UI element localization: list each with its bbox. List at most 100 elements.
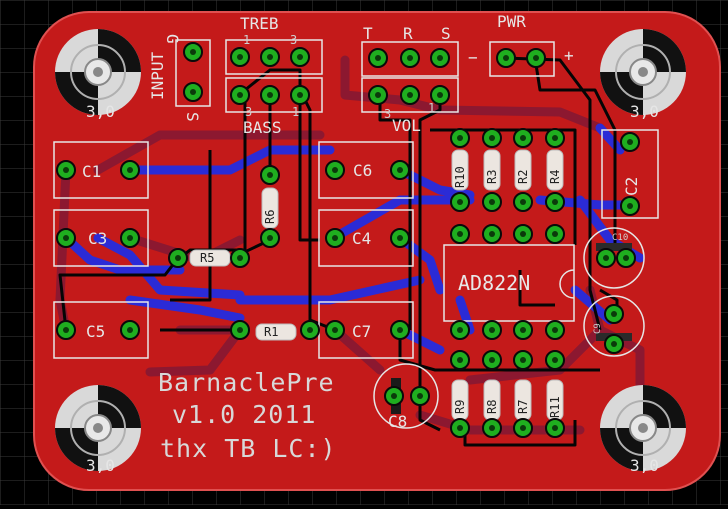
pad-drill	[489, 135, 495, 141]
bass-pin1-label: 1	[292, 105, 300, 119]
pad-drill	[552, 135, 558, 141]
r7-label: R7	[516, 399, 530, 414]
pad-drill	[267, 235, 273, 241]
board-name-line2: v1.0 2011	[172, 400, 317, 429]
pad-drill	[603, 255, 609, 261]
c1-label: C1	[82, 162, 102, 181]
r2-label: R2	[516, 169, 530, 184]
pad-drill	[457, 199, 463, 205]
pwr-header-outline	[489, 41, 555, 77]
pad-drill	[237, 92, 243, 98]
r10-label: R10	[453, 166, 467, 188]
pad-drill	[332, 235, 338, 241]
s-label: S	[441, 24, 451, 43]
pad-drill	[297, 54, 303, 60]
vol-pin3-label: 3	[384, 107, 392, 121]
vol-label: VOL	[392, 116, 421, 135]
pad-drill	[63, 235, 69, 241]
mounting-hole	[600, 385, 686, 471]
c3-label: C3	[88, 229, 108, 248]
hole-label-br: 3,0	[630, 456, 659, 475]
pad-drill	[489, 425, 495, 431]
pad-drill	[520, 199, 526, 205]
pad-drill	[533, 55, 539, 61]
r3-body	[483, 149, 501, 191]
pad-drill	[611, 311, 617, 317]
pad-drill	[457, 357, 463, 363]
pad-drill	[332, 327, 338, 333]
pad-drill	[190, 89, 196, 95]
c7-label: C7	[352, 322, 372, 341]
resistor-bodies	[189, 149, 564, 421]
t-label: T	[363, 24, 373, 43]
c10-label: C10	[612, 233, 629, 243]
pad-drill	[63, 167, 69, 173]
r11-label: R11	[548, 396, 562, 418]
c9-outline	[583, 295, 645, 357]
pad-drill	[190, 49, 196, 55]
pad-drill	[407, 55, 413, 61]
vol-pot-outline	[361, 77, 459, 113]
mounting-hole	[55, 29, 141, 115]
pad-drill	[237, 255, 243, 261]
silkscreen-outlines	[53, 39, 659, 429]
pad-drill	[237, 54, 243, 60]
input-jack-outline	[175, 39, 211, 107]
pad-drill	[520, 357, 526, 363]
pad-drill	[437, 92, 443, 98]
bass-label: BASS	[243, 118, 282, 137]
r9-label: R9	[453, 399, 467, 414]
pad-drill	[397, 167, 403, 173]
pad-drill	[489, 357, 495, 363]
pad-drill	[520, 425, 526, 431]
c5-label: C5	[86, 322, 106, 341]
c8-label: C8	[388, 412, 408, 431]
c6-outline	[318, 141, 414, 199]
pad-drill	[397, 327, 403, 333]
pad-drill	[489, 231, 495, 237]
input-pin-g: G	[163, 34, 182, 44]
pad-drill	[127, 235, 133, 241]
pad-drill	[457, 327, 463, 333]
pwr-label: PWR	[497, 12, 526, 31]
r4-label: R4	[548, 169, 562, 184]
pad-drill	[407, 92, 413, 98]
c10-band	[596, 243, 632, 251]
mounting-hole	[600, 29, 686, 115]
trs-header-outline	[361, 41, 459, 77]
mounting-hole	[55, 385, 141, 471]
c4-label: C4	[352, 229, 372, 248]
c2-outline	[601, 129, 659, 219]
pad-drill	[552, 327, 558, 333]
r2-body	[514, 149, 532, 191]
pad-drill	[457, 425, 463, 431]
r8-label: R8	[485, 399, 499, 414]
treb-pin3-label: 3	[290, 33, 298, 47]
pad-drill	[307, 327, 313, 333]
pwr-plus-label: +	[564, 46, 574, 65]
pwr-minus-label: −	[468, 48, 478, 67]
input-label: INPUT	[148, 51, 167, 100]
pad-drill	[417, 393, 423, 399]
c2-label: C2	[622, 176, 641, 196]
board-name-line3: thx TB LC:)	[160, 434, 337, 463]
c3-outline	[53, 209, 149, 267]
hole-label-tl: 3,0	[86, 102, 115, 121]
pad-drill	[552, 199, 558, 205]
pad-drill	[623, 255, 629, 261]
pad-drill	[63, 327, 69, 333]
r10-body	[451, 149, 469, 191]
pad-drill	[391, 393, 397, 399]
c9-label: C9	[593, 323, 603, 334]
r1-label: R1	[264, 325, 279, 339]
r5-label: R5	[200, 251, 215, 265]
pad-drill	[520, 231, 526, 237]
c1-outline	[53, 141, 149, 199]
bass-pot-outline	[225, 77, 323, 113]
ic-outline	[443, 244, 575, 322]
pad-drill	[267, 172, 273, 178]
pad-drill	[437, 55, 443, 61]
input-pin-s: S	[183, 112, 202, 122]
pad-drill	[397, 235, 403, 241]
